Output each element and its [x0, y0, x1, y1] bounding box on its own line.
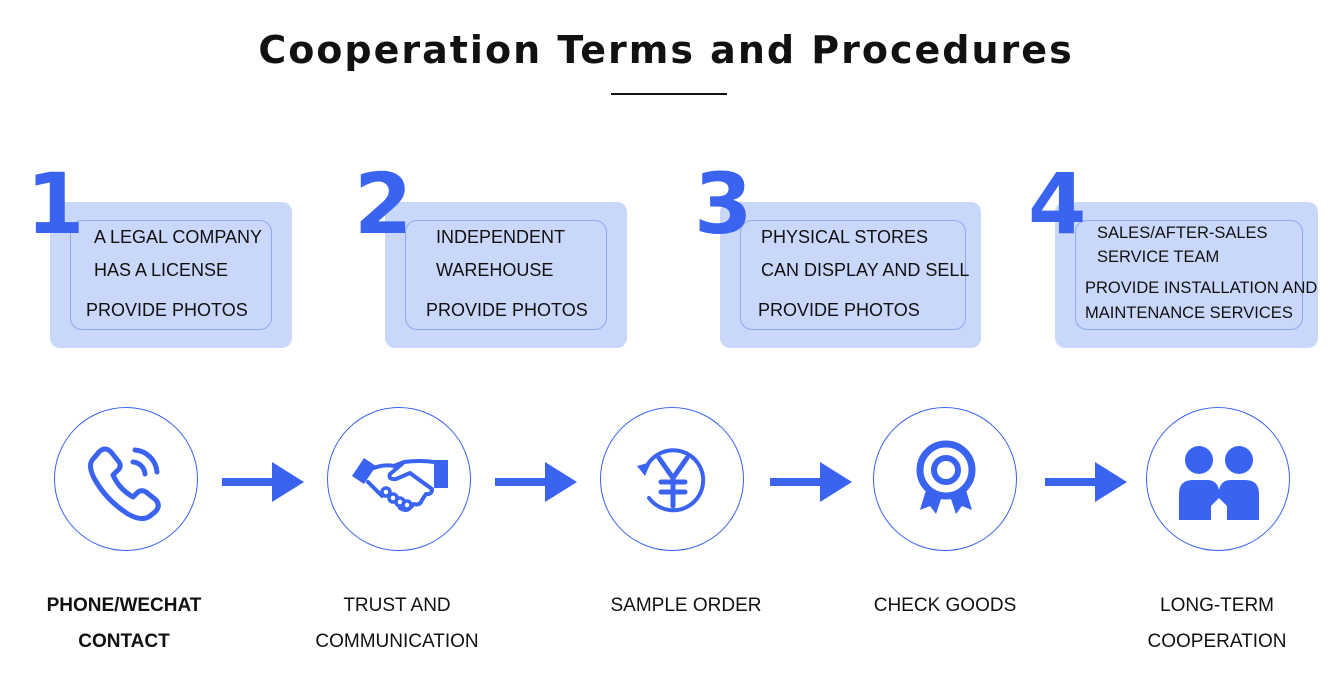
term-inner-box — [1075, 220, 1303, 330]
term-line: PROVIDE PHOTOS — [758, 300, 920, 320]
term-line: INDEPENDENT — [436, 227, 566, 247]
step-label-4: CHECK GOODS — [835, 588, 1055, 624]
term-card-4: SALES/AFTER-SALES SERVICE TEAM PROVIDE I… — [1055, 202, 1318, 348]
page-title: Cooperation Terms and Procedures — [258, 28, 1074, 72]
term-line: PROVIDE PHOTOS — [86, 300, 248, 320]
term-line: A LEGAL COMPANY — [94, 227, 263, 247]
term-number-1: 1 — [26, 155, 85, 253]
term-line: SALES/AFTER-SALES — [1097, 224, 1268, 242]
step-circle-4 — [873, 407, 1017, 551]
term-line: PHYSICAL STORES — [761, 227, 929, 247]
step-label-line: CONTACT — [78, 631, 170, 652]
step-label-line: COOPERATION — [1147, 631, 1287, 652]
arrow-right-icon — [770, 462, 852, 502]
step-circle-2 — [327, 407, 471, 551]
step-circle-5 — [1146, 407, 1290, 551]
term-card-2: INDEPENDENT WAREHOUSE PROVIDE PHOTOS — [385, 202, 627, 348]
step-label-line: PHONE/WECHAT — [46, 595, 202, 616]
arrow-right-icon — [1045, 462, 1127, 502]
term-line: HAS A LICENSE — [94, 260, 229, 280]
yen-icon — [637, 448, 706, 513]
term-inner-box — [740, 220, 966, 330]
badge-icon — [916, 440, 976, 514]
term-line: SERVICE TEAM — [1097, 248, 1220, 266]
term-number-2: 2 — [354, 155, 413, 253]
step-label-line: TRUST AND — [343, 595, 451, 616]
term-inner-box — [405, 220, 607, 330]
arrow-right-icon — [495, 462, 577, 502]
step-circle-3 — [600, 407, 744, 551]
handshake-icon — [352, 458, 448, 512]
phone-icon — [88, 446, 161, 522]
step-label-2: TRUST AND COMMUNICATION — [287, 588, 507, 660]
step-label-line: CHECK GOODS — [873, 595, 1017, 616]
step-label-1: PHONE/WECHAT CONTACT — [14, 588, 234, 660]
term-inner-box — [70, 220, 272, 330]
term-card-1: A LEGAL COMPANY HAS A LICENSE PROVIDE PH… — [50, 202, 292, 348]
people-icon — [1179, 446, 1259, 520]
term-line: MAINTENANCE SERVICES — [1085, 304, 1293, 322]
step-label-line: LONG-TERM — [1160, 595, 1274, 616]
term-line: PROVIDE PHOTOS — [426, 300, 588, 320]
step-circle-1 — [54, 407, 198, 551]
term-number-4: 4 — [1028, 155, 1087, 253]
arrow-right-icon — [222, 462, 304, 502]
step-label-3: SAMPLE ORDER — [576, 588, 796, 624]
step-label-5: LONG-TERM COOPERATION — [1107, 588, 1327, 660]
term-line: PROVIDE INSTALLATION AND — [1085, 279, 1318, 297]
term-line: WAREHOUSE — [436, 260, 554, 280]
title-underline — [611, 93, 727, 95]
term-number-3: 3 — [694, 155, 753, 253]
term-line: CAN DISPLAY AND SELL — [761, 260, 970, 280]
step-label-line: SAMPLE ORDER — [610, 595, 762, 616]
term-card-3: PHYSICAL STORES CAN DISPLAY AND SELL PRO… — [720, 202, 981, 348]
step-label-line: COMMUNICATION — [315, 631, 479, 652]
